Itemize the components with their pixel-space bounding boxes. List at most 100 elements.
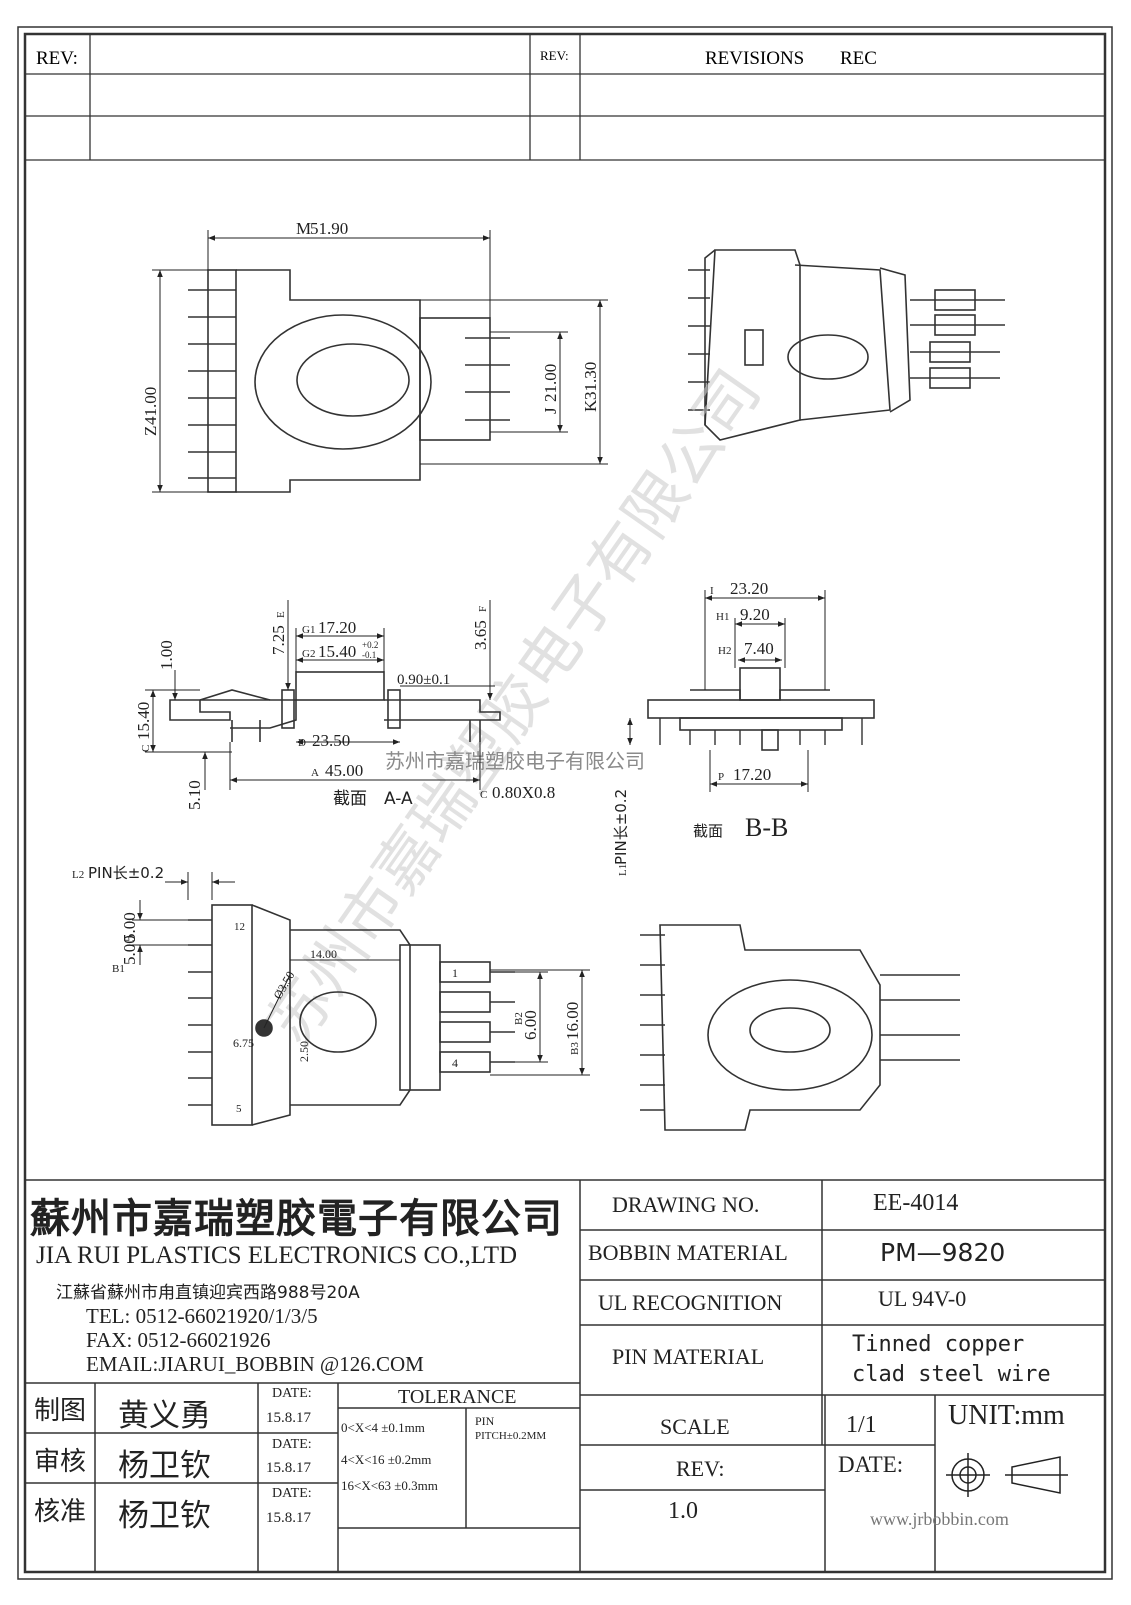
- date-label-checked: DATE:: [272, 1437, 312, 1452]
- dim-b2-tag: B2: [513, 1012, 525, 1025]
- website-url: www.jrbobbin.com: [870, 1509, 1009, 1529]
- name-drawn: 黄义勇: [118, 1398, 211, 1434]
- field-ul-value: UL 94V-0: [878, 1286, 967, 1311]
- dim-height-a-value: 15.40: [134, 702, 153, 740]
- dim-f-tag: F: [477, 606, 489, 612]
- dim-width-value: 51.90: [310, 219, 348, 238]
- dim-outer-tag: K: [581, 399, 600, 412]
- dim-b3-value: 16.00: [563, 1002, 582, 1040]
- field-ul-label: UL RECOGNITION: [598, 1290, 783, 1315]
- dim-x1-value: 6.75: [233, 1036, 254, 1050]
- dim-pin-size-value: 0.80X0.8: [492, 783, 555, 802]
- dim-height-value: 41.00: [141, 387, 160, 425]
- section-a-view: [169, 671, 501, 742]
- role-approved: 核准: [34, 1497, 87, 1527]
- dim-p-tag: P: [718, 771, 724, 783]
- dim-d-tag: D: [298, 737, 306, 749]
- dim-e-tag: E: [275, 611, 287, 618]
- rev-value: 1.0: [668, 1498, 698, 1524]
- section-b-caption: B-B: [745, 813, 788, 842]
- rec-label: REC: [840, 48, 877, 69]
- top-view: [188, 269, 510, 493]
- dim-pin-len-b-tag: L1: [617, 864, 629, 876]
- tolerance-row-2: 4<X<16 ±0.2mm: [341, 1452, 432, 1467]
- dim-f-value: 3.65: [471, 620, 490, 650]
- dim-g1-value: 17.20: [318, 618, 356, 637]
- dim-g2-value: 15.40: [318, 642, 356, 661]
- date-approved: 15.8.17: [266, 1510, 311, 1526]
- revision-table: [25, 34, 1105, 161]
- scale-value: 1/1: [846, 1412, 877, 1438]
- company-address: 江蘇省蘇州市甪直镇迎宾西路988号20A: [56, 1283, 360, 1303]
- dim-h2-value: 7.40: [744, 639, 774, 658]
- watermark-horizontal: 苏州市嘉瑞塑胶电子有限公司: [385, 749, 645, 773]
- dim-inner-value: 21.00: [541, 364, 560, 402]
- tolerance-row-1: 0<X<4 ±0.1mm: [341, 1420, 425, 1435]
- isometric-view-top: [688, 249, 1005, 441]
- dim-i-value: 23.20: [730, 579, 768, 598]
- dim-pitch-b1-tag: B1: [112, 963, 125, 975]
- field-bobbin-material-label: BOBBIN MATERIAL: [588, 1240, 788, 1265]
- dim-g2-tag: G2: [302, 648, 315, 660]
- dim-e-value: 7.25: [269, 625, 288, 655]
- company-email: EMAIL:JIARUI_BOBBIN @126.COM: [86, 1352, 424, 1376]
- pin-label-4: 4: [452, 1056, 458, 1070]
- rev-label-left: REV:: [36, 48, 78, 69]
- scale-symbols: [946, 1453, 1068, 1497]
- field-bobbin-material-value: PM—9820: [880, 1238, 1006, 1267]
- company-name-en: JIA RUI PLASTICS ELECTRONICS CO.,LTD: [36, 1242, 518, 1269]
- dim-pin-size-tag: C: [480, 789, 487, 801]
- dim-g1-tag: G1: [302, 624, 315, 636]
- outer-frame: [17, 26, 1113, 1580]
- field-pin-material-label: PIN MATERIAL: [612, 1344, 765, 1369]
- bottom-view: [188, 904, 515, 1126]
- role-drawn: 制图: [34, 1396, 87, 1426]
- field-drawing-no-label: DRAWING NO.: [612, 1192, 760, 1217]
- tolerance-pin-label: PIN: [475, 1414, 495, 1428]
- date-label-bottom: DATE:: [838, 1452, 904, 1477]
- tolerance-row-3: 16<X<63 ±0.3mm: [341, 1478, 438, 1493]
- dim-pin-len-bottom-tag: L2: [72, 869, 84, 881]
- title-block-grid: [25, 1179, 1105, 1572]
- dim-height-a-tag: C: [140, 745, 152, 752]
- dim-h1-tag: H1: [716, 611, 729, 623]
- dim-h2-tag: H2: [718, 645, 731, 657]
- dim-pitch-value: 5.00: [120, 912, 139, 942]
- section-b-view: [647, 667, 875, 751]
- date-label-drawn: DATE:: [272, 1386, 312, 1401]
- section-a-caption: 截面 A-A: [333, 789, 413, 809]
- dim-tol-plus: +0.2: [362, 640, 378, 650]
- rev-label-bottom: REV:: [676, 1456, 725, 1481]
- company-fax: FAX: 0512-66021926: [86, 1328, 271, 1352]
- dim-b2-value: 6.00: [521, 1010, 540, 1040]
- dim-outer-value: 31.30: [581, 362, 600, 400]
- dim-p-value: 17.20: [733, 765, 771, 784]
- scale-label: SCALE: [660, 1414, 730, 1439]
- dim-h1-value: 9.20: [740, 605, 770, 624]
- dim-pitch-b1-value: 5.00: [120, 935, 139, 965]
- rev-label-right: REV:: [540, 48, 569, 63]
- dim-d-value: 23.50: [312, 731, 350, 750]
- dim-x2-value: 2.50: [297, 1041, 311, 1062]
- name-checked: 杨卫钦: [118, 1448, 211, 1484]
- dim-t1-value: 1.00: [157, 640, 176, 670]
- date-drawn: 15.8.17: [266, 1410, 311, 1426]
- role-checked: 审核: [34, 1447, 87, 1477]
- dim-inner-tag: J: [541, 407, 560, 414]
- field-pin-material-value-1: Tinned copper: [852, 1332, 1025, 1357]
- unit-label: UNIT:mm: [948, 1400, 1065, 1431]
- date-label-approved: DATE:: [272, 1486, 312, 1501]
- dim-tol-minus: -0.1: [362, 650, 376, 660]
- inner-frame: [23, 32, 1107, 1574]
- dim-b3-tag: B3: [569, 1042, 581, 1055]
- company-tel: TEL: 0512-66021920/1/3/5: [86, 1304, 318, 1328]
- dim-width-tag: M: [296, 219, 311, 238]
- company-name-cn: 蘇州市嘉瑞塑胶電子有限公司: [30, 1196, 563, 1242]
- pin-label-1: 1: [452, 966, 458, 980]
- name-approved: 杨卫钦: [118, 1498, 211, 1534]
- date-checked: 15.8.17: [266, 1460, 311, 1476]
- revisions-label: REVISIONS: [705, 48, 804, 69]
- dim-w1-value: 14.00: [310, 947, 337, 961]
